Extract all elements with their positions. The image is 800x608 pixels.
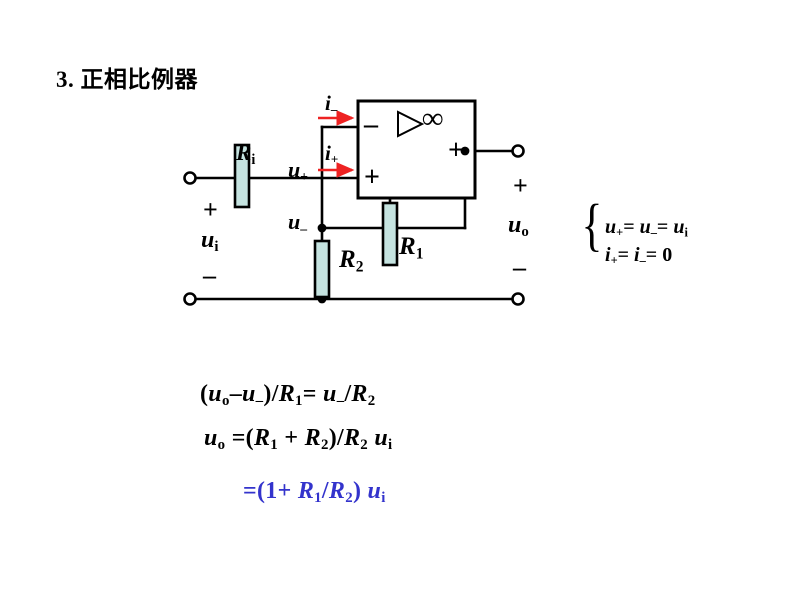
input-voltage-label: ui (201, 227, 219, 256)
opamp-output-sign: + (448, 135, 464, 166)
output-voltage-label: uo (508, 212, 529, 241)
junction-dot-output (460, 146, 470, 156)
infinity-gain-symbol: ∞ (422, 102, 444, 135)
terminal-output-positive (511, 144, 525, 158)
resistor-r1-body (381, 201, 399, 267)
node-u-minus-label: u– (288, 209, 308, 236)
output-plus-sign: + (513, 171, 528, 200)
resistor-ri-body (233, 143, 251, 209)
resistor-r2-label: R2 (339, 246, 364, 276)
page-title: 3. 正相比例器 (56, 67, 198, 92)
opamp-inverting-input-sign: – (364, 109, 378, 140)
terminal-input-positive (183, 171, 197, 185)
rule-voltage-equality: u+= u–= ui (605, 216, 688, 240)
rules-brace: { (581, 192, 603, 257)
terminal-input-negative (183, 292, 197, 306)
input-minus-sign: – (203, 261, 216, 290)
output-minus-sign: – (513, 253, 526, 282)
input-plus-sign: + (203, 195, 218, 224)
equation-line-2: uo =(R1 + R2)/R2 ui (204, 425, 393, 454)
terminal-output-negative (511, 292, 525, 306)
opamp-body (356, 99, 477, 200)
amplifier-triangle-icon (397, 110, 425, 138)
equation-line-1: (uo–u–)/R1= u–/R2 (200, 381, 376, 410)
current-i-minus-label: i– (325, 91, 338, 117)
current-i-plus-label: i+ (325, 141, 339, 167)
node-u-plus-label: u+ (288, 157, 309, 184)
junction-dot-uminus (317, 223, 327, 233)
resistor-r1-label: R1 (399, 233, 424, 263)
rule-current-zero: i+= i–= 0 (605, 244, 673, 268)
resistor-ri-label: Ri (236, 140, 256, 168)
resistor-r2-body (313, 239, 331, 299)
equation-line-3-result: =(1+ R1/R2) ui (243, 478, 386, 507)
opamp-noninverting-input-sign: + (364, 162, 380, 193)
